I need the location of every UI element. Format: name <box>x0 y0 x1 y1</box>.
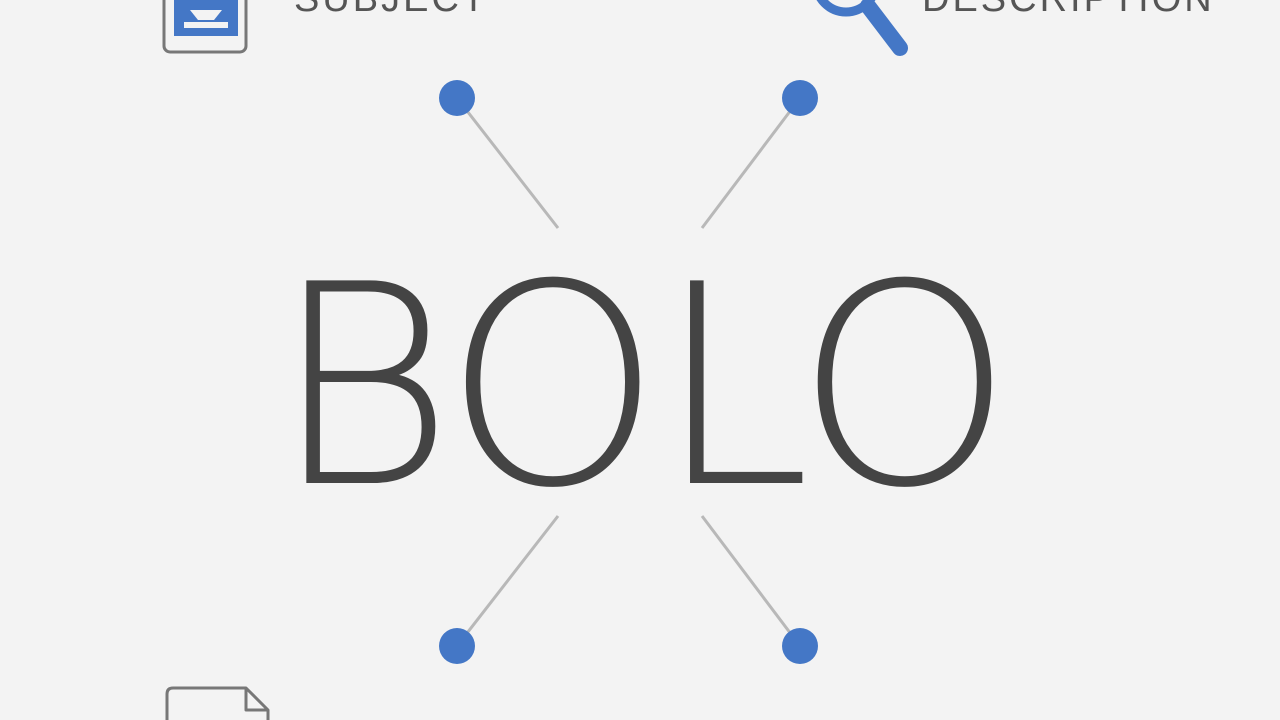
connector-bottom-right <box>700 515 802 647</box>
node-top-right <box>782 80 818 116</box>
center-title: BOLO <box>272 225 1014 549</box>
description-label: DESCRIPTION <box>922 0 1215 21</box>
node-bottom-right <box>782 628 818 664</box>
id-card-icon <box>162 0 248 54</box>
connector-top-right <box>700 97 802 229</box>
magnifier-icon <box>816 0 908 56</box>
connector-bottom-left <box>455 515 560 647</box>
node-bottom-left <box>439 628 475 664</box>
node-top-left <box>439 80 475 116</box>
document-icon <box>165 686 270 720</box>
subject-label: SUBJECT <box>294 0 488 21</box>
connector-top-left <box>455 97 560 229</box>
